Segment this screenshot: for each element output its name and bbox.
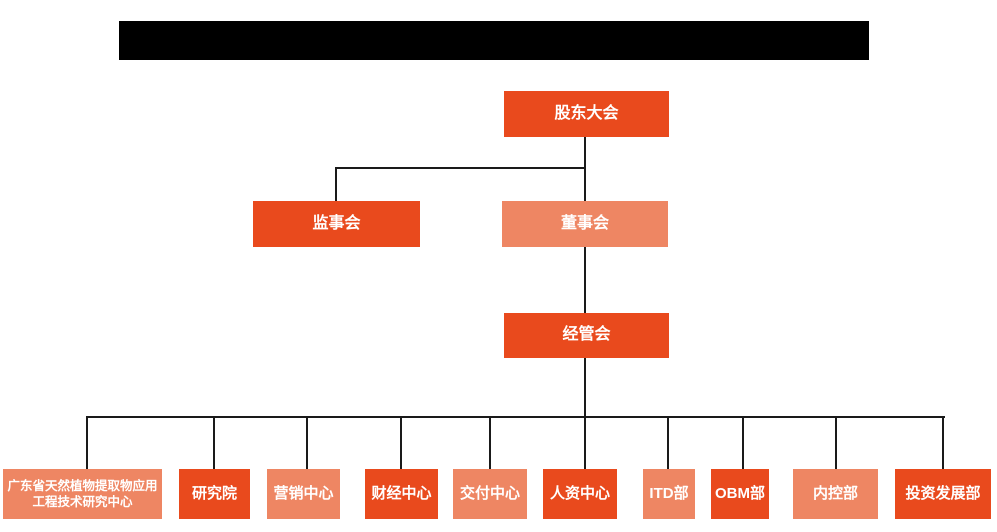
redacted-title-bar (119, 21, 869, 60)
connector-drop-line (835, 416, 837, 470)
org-node-department: 交付中心 (453, 469, 527, 519)
connector-drop-line (489, 416, 491, 470)
connector-drop-line (306, 416, 308, 470)
org-node-department: 广东省天然植物提取物应用工程技术研究中心 (3, 469, 162, 519)
connector-drop-line (400, 416, 402, 470)
connector-drop-line (942, 416, 944, 470)
org-node-department: 研究院 (179, 469, 250, 519)
org-node-department: OBM部 (711, 469, 769, 519)
connector-bus-line (86, 416, 945, 418)
org-node-department: 财经中心 (365, 469, 438, 519)
org-node-department: 人资中心 (543, 469, 617, 519)
org-node-department: 内控部 (793, 469, 878, 519)
org-node-department: 营销中心 (267, 469, 340, 519)
org-node-department: 投资发展部 (895, 469, 991, 519)
connector-drop-line (742, 416, 744, 470)
org-node-department: ITD部 (643, 469, 695, 519)
org-node-shareholders: 股东大会 (504, 91, 669, 137)
connector-drop-line (86, 416, 88, 470)
connector-supervisory-line (335, 167, 337, 201)
connector-branch-horizontal-line (335, 167, 586, 169)
connector-management-bus-line (584, 357, 586, 470)
connector-drop-line (667, 416, 669, 470)
org-node-board: 董事会 (502, 201, 668, 247)
connector-board-management-line (584, 247, 586, 313)
connector-shareholders-board-line (584, 137, 586, 201)
org-node-supervisory: 监事会 (253, 201, 420, 247)
connector-drop-line (213, 416, 215, 470)
org-node-management: 经管会 (504, 313, 669, 358)
